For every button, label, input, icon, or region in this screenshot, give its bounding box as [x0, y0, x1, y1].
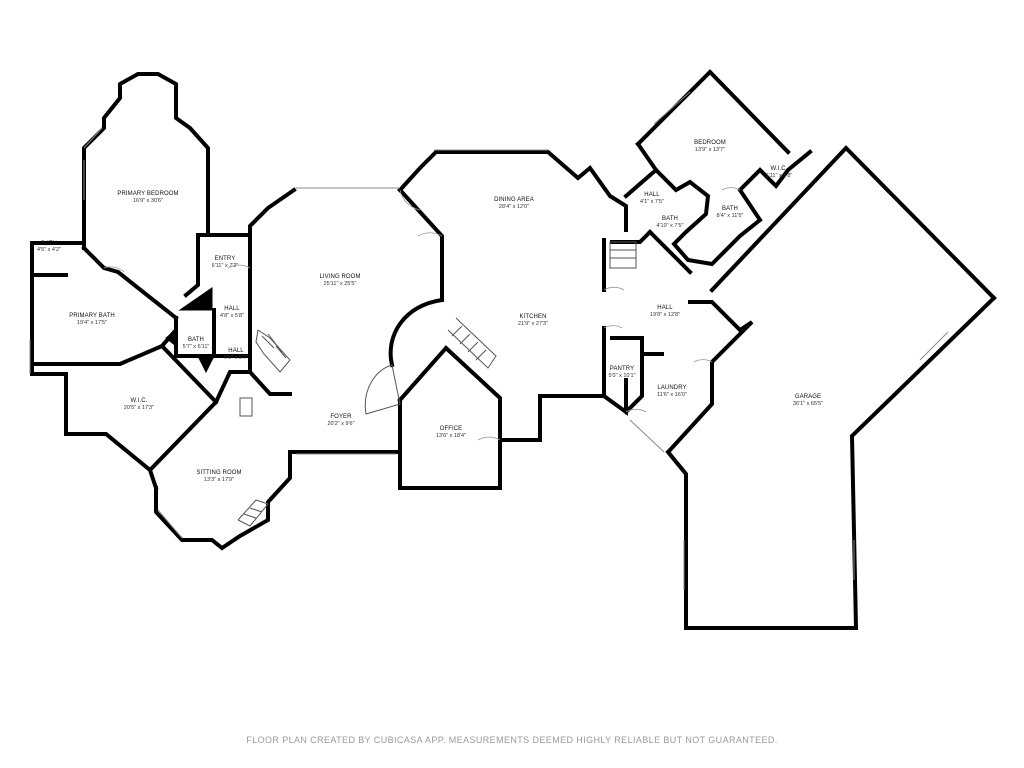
windows	[29, 91, 949, 590]
room-name-dining-area: DINING AREA	[494, 197, 534, 203]
room-name-living-room: LIVING ROOM	[319, 274, 360, 280]
doors	[103, 187, 741, 441]
room-name-wic-bedroom: W.I.C.	[771, 166, 788, 172]
room-name-hall-b: HALL	[228, 348, 244, 354]
room-dim-office: 13'6" x 18'4"	[436, 433, 466, 439]
room-name-laundry: LAUNDRY	[657, 385, 686, 391]
room-name-bath-e: BATH	[722, 206, 738, 212]
room-dim-primary-bath: 19'4" x 17'5"	[77, 320, 107, 326]
room-name-bath-small: BATH	[41, 241, 57, 247]
room-dim-garage: 36'1" x 65'5"	[793, 401, 823, 407]
room-dim-entry: 6'11" x 7'2"	[212, 263, 239, 269]
room-dim-sitting-room: 13'3" x 17'9"	[204, 477, 234, 483]
room-name-wic-primary: W.I.C.	[131, 398, 148, 404]
walls	[30, 69, 997, 630]
room-name-kitchen: KITCHEN	[519, 314, 546, 320]
room-dim-living-room: 25'11" x 25'5"	[324, 281, 357, 287]
room-dim-hall-b: 6'6" x 5'7"	[224, 355, 248, 361]
room-dim-foyer: 20'2" x 9'6"	[327, 421, 354, 427]
room-name-hall-a: HALL	[224, 306, 240, 312]
room-dim-dining-area: 28'4" x 12'0"	[499, 204, 529, 210]
room-name-office: OFFICE	[440, 426, 463, 432]
room-name-primary-bedroom: PRIMARY BEDROOM	[117, 191, 178, 197]
room-dim-wic-bedroom: 5'11" x 5'8"	[766, 173, 793, 179]
room-dim-hall-d: 4'1" x 7'5"	[640, 199, 664, 205]
room-dim-kitchen: 21'9" x 27'3"	[518, 321, 548, 327]
room-dim-hall-c: 19'8" x 12'8"	[650, 312, 680, 318]
room-labels: PRIMARY BEDROOM 16'9" x 30'6" BATH 4'5" …	[37, 140, 823, 483]
room-name-garage: GARAGE	[795, 394, 821, 400]
room-dim-bath-d: 4'10" x 7'5"	[656, 223, 683, 229]
room-dim-primary-bedroom: 16'9" x 30'6"	[133, 198, 163, 204]
room-name-sitting-room: SITTING ROOM	[196, 470, 241, 476]
stairs	[237, 241, 637, 527]
disclaimer-footer: FLOOR PLAN CREATED BY CUBICASA APP. MEAS…	[246, 735, 778, 745]
room-name-hall-d: HALL	[644, 192, 660, 198]
room-dim-pantry: 5'0" x 10'1"	[608, 373, 635, 379]
room-name-pantry: PANTRY	[610, 366, 634, 372]
room-dim-bath-mid: 5'7" x 6'11"	[183, 344, 210, 350]
room-dim-wic-primary: 20'5" x 17'3"	[124, 405, 154, 411]
room-name-primary-bath: PRIMARY BATH	[69, 313, 115, 319]
room-name-bath-d: BATH	[662, 216, 678, 222]
room-dim-bath-e: 8'4" x 11'5"	[717, 213, 744, 219]
room-name-foyer: FOYER	[330, 414, 352, 420]
room-dim-hall-a: 4'8" x 5'8"	[220, 313, 244, 319]
room-dim-laundry: 11'6" x 16'0"	[657, 392, 687, 398]
room-name-hall-c: HALL	[657, 305, 673, 311]
room-dim-bedroom: 13'9" x 13'7"	[695, 147, 725, 153]
room-name-bath-mid: BATH	[188, 337, 204, 343]
room-name-bedroom: BEDROOM	[694, 140, 726, 146]
room-dim-bath-small: 4'5" x 4'2"	[37, 247, 61, 253]
room-name-entry: ENTRY	[215, 256, 236, 262]
